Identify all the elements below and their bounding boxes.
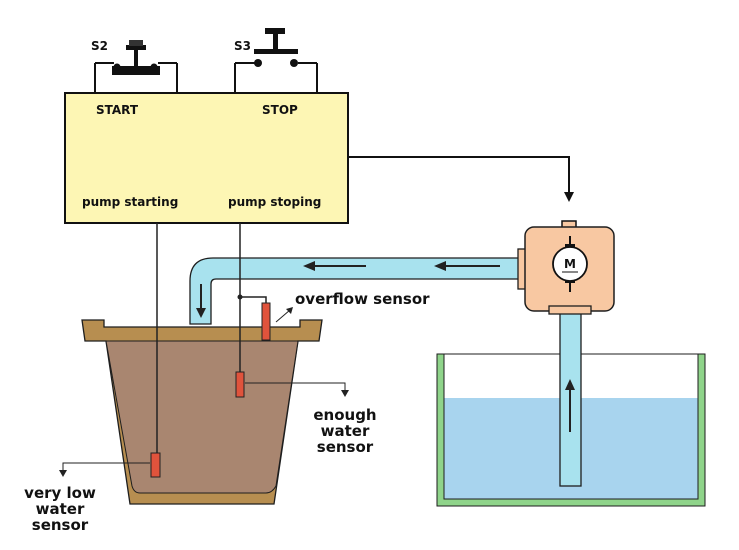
delivery-flow-arrow-2-icon (303, 261, 315, 271)
wire-junction (237, 294, 243, 300)
pump-starting-label: pump starting (82, 195, 178, 209)
overflow-sensor (261, 302, 271, 341)
enough-leader-arrow-icon (341, 390, 349, 397)
start-switch-name: S2 (91, 39, 108, 53)
enough-label-line-1: enough (313, 406, 376, 424)
stop-switch-name: S3 (234, 39, 251, 53)
delivery-pipe (189, 257, 525, 325)
enough-label-line-3: sensor (317, 438, 374, 456)
controller-box (64, 92, 349, 224)
delivery-flow-arrow-1-icon (434, 261, 446, 271)
enough-leader (245, 382, 346, 392)
overflow-leader (275, 309, 291, 323)
stop-label: STOP (262, 103, 298, 117)
very-low-label-line-1: very low (24, 484, 96, 502)
overflow-leader-arrow-icon (286, 307, 293, 314)
very-low-leader-arrow-icon (59, 470, 67, 477)
outlet-flow-arrow-icon (196, 308, 206, 318)
pump-stoping-label: pump stoping (228, 195, 321, 209)
pump-motor (517, 226, 615, 315)
power-arrow-icon (564, 192, 574, 202)
overflow-sensor-label: overflow sensor (295, 290, 430, 308)
enough-water-sensor (235, 371, 245, 398)
flower-pot (81, 319, 323, 505)
very-low-label-line-2: water (36, 500, 85, 518)
start-label: START (96, 103, 139, 117)
very-low-water-sensor (150, 452, 161, 478)
overflow-sensor-wire (240, 296, 267, 303)
very-low-label-line-3: sensor (32, 516, 89, 534)
suction-flow-arrow-icon (565, 379, 575, 390)
start-switch (94, 40, 178, 92)
very-low-leader (62, 462, 150, 472)
enough-label-line-2: water (321, 422, 370, 440)
power-wire (348, 156, 570, 195)
motor-symbol: M (564, 257, 576, 271)
stop-switch (234, 28, 318, 92)
